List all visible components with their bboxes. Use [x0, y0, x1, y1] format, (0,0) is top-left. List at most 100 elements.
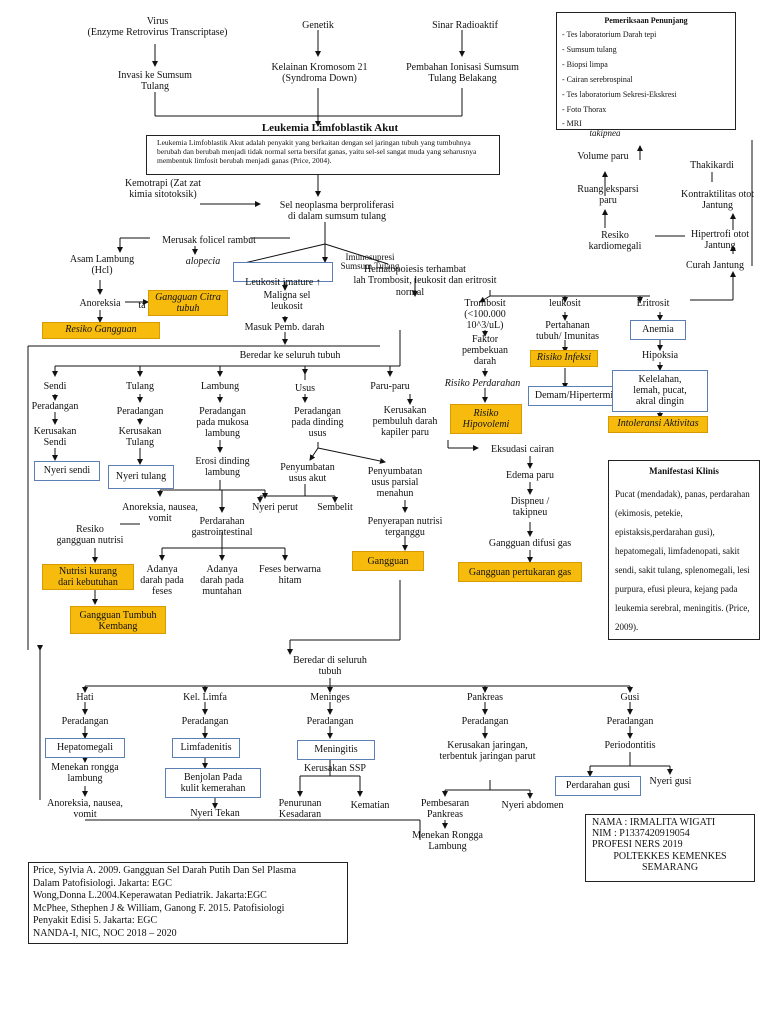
- dx-citra-tubuh: Gangguan Citra tubuh: [148, 290, 228, 316]
- nyeri-sendi-box: Nyeri sendi: [34, 461, 100, 481]
- menekan-rongga-2: Menekan Rongga Lambung: [412, 830, 483, 852]
- penyumbatan-akut: Penyumbatan usus akut: [280, 462, 335, 484]
- imunosupresi: Imunosupresi Sumsum Tulang: [340, 252, 400, 271]
- dx-nutrisi-kurang: Nutrisi kurang dari kebutuhan: [42, 564, 134, 590]
- pemeriksaan-item: - Sumsum tulang: [562, 45, 617, 54]
- masuk-pembuluh: Masuk Pemb. darah: [244, 322, 325, 333]
- manifestasi-text: Pucat (mendadak), panas, perdarahan (eki…: [615, 489, 750, 632]
- dx-tumbuh-kembang: Gangguan Tumbuh Kembang: [70, 606, 166, 634]
- leukosit-imature-label: Leukosit imature: [245, 277, 314, 288]
- perdarahan-gi: Perdarahan gastrointestinal: [191, 516, 253, 538]
- dx-intoleransi-aktivitas: Intoleransi Aktivitas: [608, 416, 708, 433]
- nyeri-gusi: Nyeri gusi: [649, 776, 692, 787]
- penurunan-kesadaran: Penurunan Kesadaran: [278, 798, 322, 820]
- tulang-peradangan: Peradangan: [116, 406, 164, 417]
- kematian: Kematian: [350, 800, 390, 811]
- ionisasi-sumsum: Pembahan Ionisasi Sumsum Tulang Belakang: [406, 62, 519, 84]
- maligna-sel: Maligna sel leukosit: [263, 290, 311, 312]
- usus-peradangan: Peradangan pada dinding usus: [291, 406, 344, 439]
- dx-resiko-gangguan: Resiko Gangguan: [42, 322, 160, 339]
- organ-pankreas: Pankreas: [466, 692, 504, 703]
- hematopoiesis-detail: lah Trombosit, leukosit dan eritrosit: [353, 275, 497, 286]
- resiko-nutrisi: Resiko gangguan nutrisi: [56, 524, 124, 546]
- kerusakan-ssp: Kerusakan SSP: [304, 763, 366, 774]
- kerusakan-sendi: Kerusakan Sendi: [33, 426, 77, 448]
- feses-hitam: Feses berwarna hitam: [259, 564, 321, 586]
- organ-paru: Paru-paru: [370, 381, 410, 392]
- kerusakan-jaringan: Kerusakan jaringan, terbentuk jaringan p…: [439, 740, 536, 762]
- hepatomegali-box: Hepatomegali: [45, 738, 125, 758]
- meningitis-box: Meningitis: [297, 740, 375, 760]
- cause-genetik: Genetik: [302, 20, 334, 31]
- curah-jantung: Curah Jantung: [685, 260, 745, 271]
- pembesaran-pankreas: Pembesaran Pankreas: [420, 798, 470, 820]
- pemeriksaan-title: Pemeriksaan Penunjang: [604, 16, 688, 25]
- organ-lambung: Lambung: [200, 381, 240, 392]
- sendi-peradangan: Peradangan: [31, 401, 79, 412]
- organ-tulang: Tulang: [126, 381, 154, 392]
- author-box: NAMA : IRMALITA WIGATI NIM : P1337420919…: [585, 814, 755, 882]
- resiko-kardiomegali: Resiko kardiomegali: [588, 230, 642, 252]
- pertahanan-tubuh: Pertahanan tubuh/ Imunitas: [535, 320, 600, 342]
- author-profesi: PROFESI NERS 2019: [592, 839, 683, 850]
- author-nim: NIM : P1337420919054: [592, 828, 690, 839]
- pemeriksaan-item: - Biopsi limpa: [562, 60, 608, 69]
- hipertrofi: Hipertrofi otot Jantung: [690, 229, 750, 251]
- volume-paru: Volume paru: [577, 151, 629, 162]
- trombosit: Trombosit (<100.000 10^3/uL): [464, 298, 506, 331]
- eksudasi-cairan: Eksudasi cairan: [490, 444, 555, 455]
- organ-meninges: Meninges: [310, 692, 350, 703]
- anoreksia-3: Anoreksia, nausea, vomit: [47, 798, 123, 820]
- pemeriksaan-box: Pemeriksaan Penunjang - Tes laboratorium…: [556, 12, 736, 130]
- dx-gangguan: Gangguan: [352, 551, 424, 571]
- manifestasi-box: Manifestasi Klinis Pucat (mendadak), pan…: [608, 460, 760, 640]
- kemoterapi: Kemotrapi (Zat zat kimia sitotoksik): [124, 178, 202, 200]
- definition-text: Leukemia Limfoblastik Akut adalah penyak…: [157, 138, 477, 165]
- ta-fragment: ta: [138, 300, 146, 311]
- organ-limfa: Kel. Limfa: [183, 692, 227, 703]
- author-nama: NAMA : IRMALITA WIGATI: [592, 817, 716, 828]
- merusak-folicel: Merusak folicel rambut: [162, 235, 256, 246]
- hati-peradangan: Peradangan: [61, 716, 109, 727]
- beredar-seluruh-tubuh-1: Beredar ke seluruh tubuh: [239, 350, 341, 361]
- lambung-peradangan: Peradangan pada mukosa lambung: [196, 406, 249, 439]
- pemeriksaan-item: - Cairan serebrospinal: [562, 75, 633, 84]
- ruang-eksparsi: Ruang eksparsi paru: [577, 184, 639, 206]
- takikardi: Thakikardi: [690, 160, 734, 171]
- gusi-peradangan: Peradangan: [606, 716, 654, 727]
- sel-neoplasma: Sel neoplasma berproliferasi di dalam su…: [279, 200, 395, 222]
- nyeri-tekan: Nyeri Tekan: [190, 808, 240, 819]
- arrow-up-icon: ↑: [315, 277, 321, 288]
- alopecia: alopecia: [185, 256, 221, 267]
- main-title: Leukemia Limfoblastik Akut: [261, 122, 399, 134]
- invasi-sumsum: Invasi ke Sumsum Tulang: [118, 70, 192, 92]
- author-poltekkes: POLTEKKES KEMENKES SEMARANG: [613, 851, 727, 873]
- pemeriksaan-item: - Foto Thorax: [562, 105, 607, 114]
- normal-label: normal: [395, 287, 425, 298]
- leukosit-imature-box: Leukosit imature ↑: [233, 262, 333, 288]
- pemeriksaan-item: - MRI: [562, 119, 582, 128]
- dx-hipovolemi: Risiko Hipovolemi: [450, 404, 522, 434]
- pemeriksaan-item: - Tes laboratorium Darah tepi: [562, 30, 657, 39]
- pemeriksaan-item: - Tes laboratorium Sekresi-Ekskresi: [562, 90, 677, 99]
- nyeri-perut: Nyeri perut: [252, 502, 298, 513]
- sembelit: Sembelit: [317, 502, 353, 513]
- darah-feses: Adanya darah pada feses: [140, 564, 184, 597]
- kerusakan-tulang: Kerusakan Tulang: [118, 426, 162, 448]
- eritrosit: Eritrosit: [636, 298, 670, 309]
- erosi-lambung: Erosi dinding lambung: [195, 456, 250, 478]
- organ-sendi: Sendi: [43, 381, 67, 392]
- gangguan-difusi: Gangguan difusi gas: [488, 538, 572, 549]
- kerusakan-paru: Kerusakan pembuluh darah kapiler paru: [372, 405, 438, 438]
- dx-risiko-infeksi: Risiko Infeksi: [530, 350, 598, 367]
- references-box: Price, Sylvia A. 2009. Gangguan Sel Dara…: [28, 862, 348, 944]
- menekan-rongga-1: Menekan rongga lambung: [51, 762, 119, 784]
- hematopoiesis: Hematopoiesis terhambat: [364, 264, 466, 275]
- darah-muntahan: Adanya darah pada muntahan: [200, 564, 244, 597]
- anoreksia-1: Anoreksia: [79, 298, 121, 309]
- organ-usus: Usus: [294, 383, 315, 394]
- organ-gusi: Gusi: [620, 692, 640, 703]
- benjolan-box: Benjolan Pada kulit kemerahan: [165, 768, 261, 798]
- takipnea-label: takipnea: [589, 128, 621, 138]
